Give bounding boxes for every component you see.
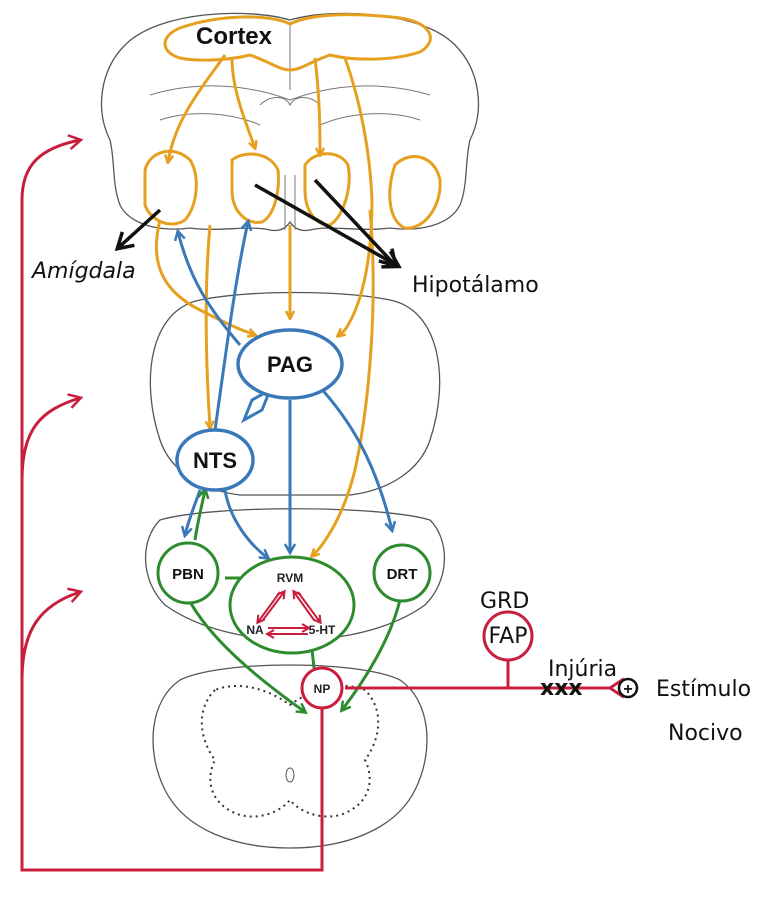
na-label: NA (246, 623, 264, 637)
pbn-node: PBN (158, 543, 218, 603)
grd-label: GRD (480, 589, 529, 614)
hipotalamo-label: Hipotálamo (412, 273, 539, 298)
np-label: NP (314, 682, 331, 696)
cortex-label: Cortex (196, 23, 273, 50)
fap-label: FAP (489, 624, 528, 649)
estimulo-label: Estímulo (656, 677, 751, 702)
pag-label: PAG (267, 352, 313, 377)
np-node: NP (302, 668, 342, 708)
plus-sign: + (623, 681, 632, 698)
nts-node: NTS (177, 430, 253, 490)
amigdala-label: Amígdala (30, 259, 136, 284)
xxx-label: xxx (540, 676, 583, 701)
pbn-label: PBN (172, 566, 204, 583)
drt-node: DRT (374, 545, 430, 601)
pag-node: PAG (238, 330, 342, 398)
fap-node: FAP (484, 612, 532, 660)
rvm-label: RVM (277, 571, 303, 585)
cortical-structures (145, 15, 440, 228)
nts-label: NTS (193, 448, 237, 473)
nociceptive-pathways (22, 140, 622, 870)
stimulus-plus: + (619, 679, 637, 698)
nocivo-label: Nocivo (668, 721, 743, 746)
rvm-node: RVM NA 5-HT (230, 557, 354, 653)
spinal-cord-section (153, 665, 427, 848)
brain-section (102, 13, 479, 230)
drt-label: DRT (387, 566, 418, 583)
5ht-label: 5-HT (309, 623, 336, 637)
